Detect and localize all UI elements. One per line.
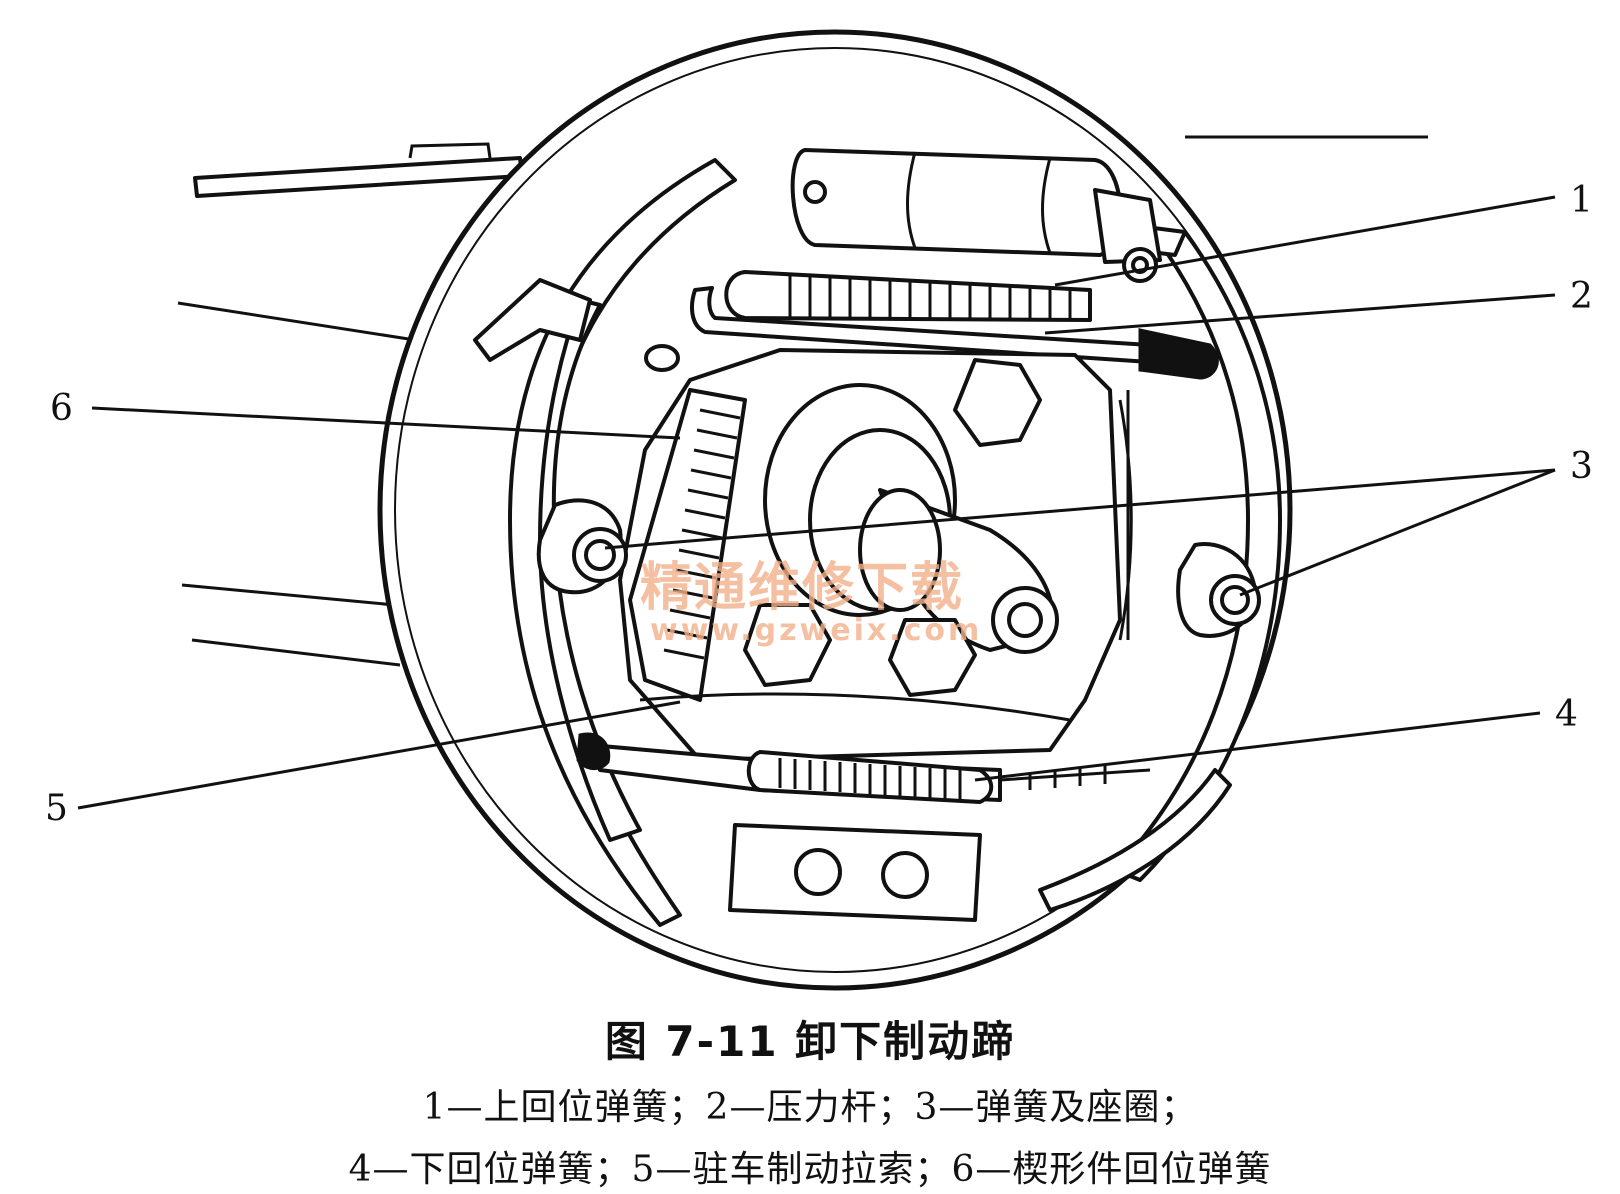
callout-2: 2 <box>1570 276 1593 317</box>
watermark-url: www.gzweix.com <box>650 613 982 648</box>
callout-3: 3 <box>1570 446 1593 487</box>
stub-axle <box>763 383 1059 654</box>
wheel-cylinder <box>790 148 1162 283</box>
watermark-text: 精通维修下载 <box>640 558 964 618</box>
callout-6: 6 <box>50 388 73 429</box>
pressure-rod <box>690 286 1219 380</box>
anchor-block <box>728 823 982 922</box>
left-spring-seat <box>536 498 628 595</box>
watermark: 精通维修下载 www.gzweix.com <box>640 558 982 648</box>
axle-frame-lines <box>177 135 1428 667</box>
callout-5: 5 <box>45 788 68 829</box>
hex-nuts <box>644 344 1042 697</box>
callout-labels: 1 2 3 4 5 6 <box>45 180 1593 829</box>
wedge-teeth <box>663 408 741 660</box>
left-brake-shoe <box>473 158 737 927</box>
legend-line-2: 4—下回位弹簧；5—驻车制动拉索；6—楔形件回位弹簧 <box>348 1149 1272 1190</box>
legend-line-1: 1—上回位弹簧；2—压力杆；3—弹簧及座圈； <box>422 1087 1198 1128</box>
upper-return-spring <box>724 270 1092 322</box>
figure-title: 图 7-11 卸下制动蹄 <box>604 1017 1016 1066</box>
callout-1: 1 <box>1570 180 1593 221</box>
leader-lines <box>77 195 1556 810</box>
lower-return-spring <box>576 732 1151 804</box>
callout-4: 4 <box>1555 694 1578 735</box>
